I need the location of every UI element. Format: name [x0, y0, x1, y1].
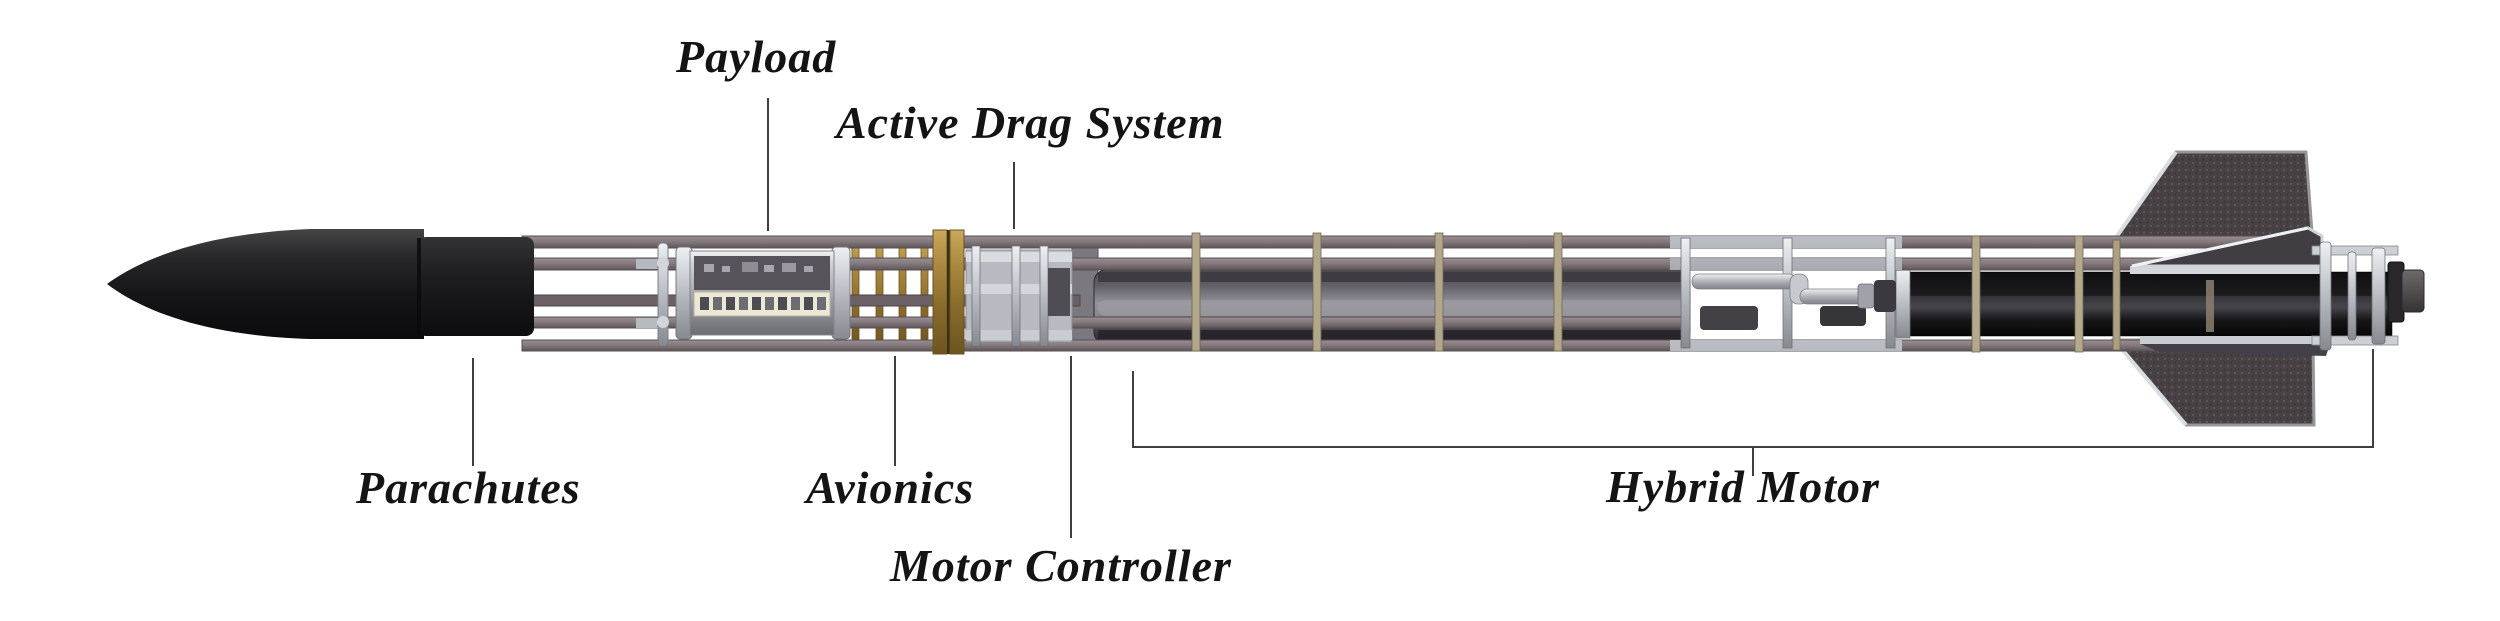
- active-drag-system-module: [965, 245, 1073, 347]
- payload-bay: [675, 246, 851, 340]
- label-payload: Payload: [676, 31, 837, 82]
- fin-top: [2107, 150, 2315, 248]
- bulkheads-and-rings: [932, 229, 2121, 355]
- label-hybrid-motor: Hybrid Motor: [1606, 461, 1880, 512]
- combustion-chamber: [1895, 269, 2393, 339]
- label-motor-controller: Motor Controller: [890, 540, 1232, 591]
- fin-side-tail-can: [2130, 226, 2330, 356]
- label-avionics: Avionics: [806, 462, 975, 513]
- nozzle-assembly: [2311, 241, 2425, 351]
- avionics-rods: [851, 235, 929, 351]
- frame-couplers: [636, 242, 669, 347]
- label-parachutes: Parachutes: [356, 462, 581, 513]
- label-active-drag-system: Active Drag System: [836, 97, 1225, 148]
- callout-lines: [472, 98, 2374, 538]
- nose-cone: [107, 229, 534, 339]
- plumbing: [1680, 237, 1896, 349]
